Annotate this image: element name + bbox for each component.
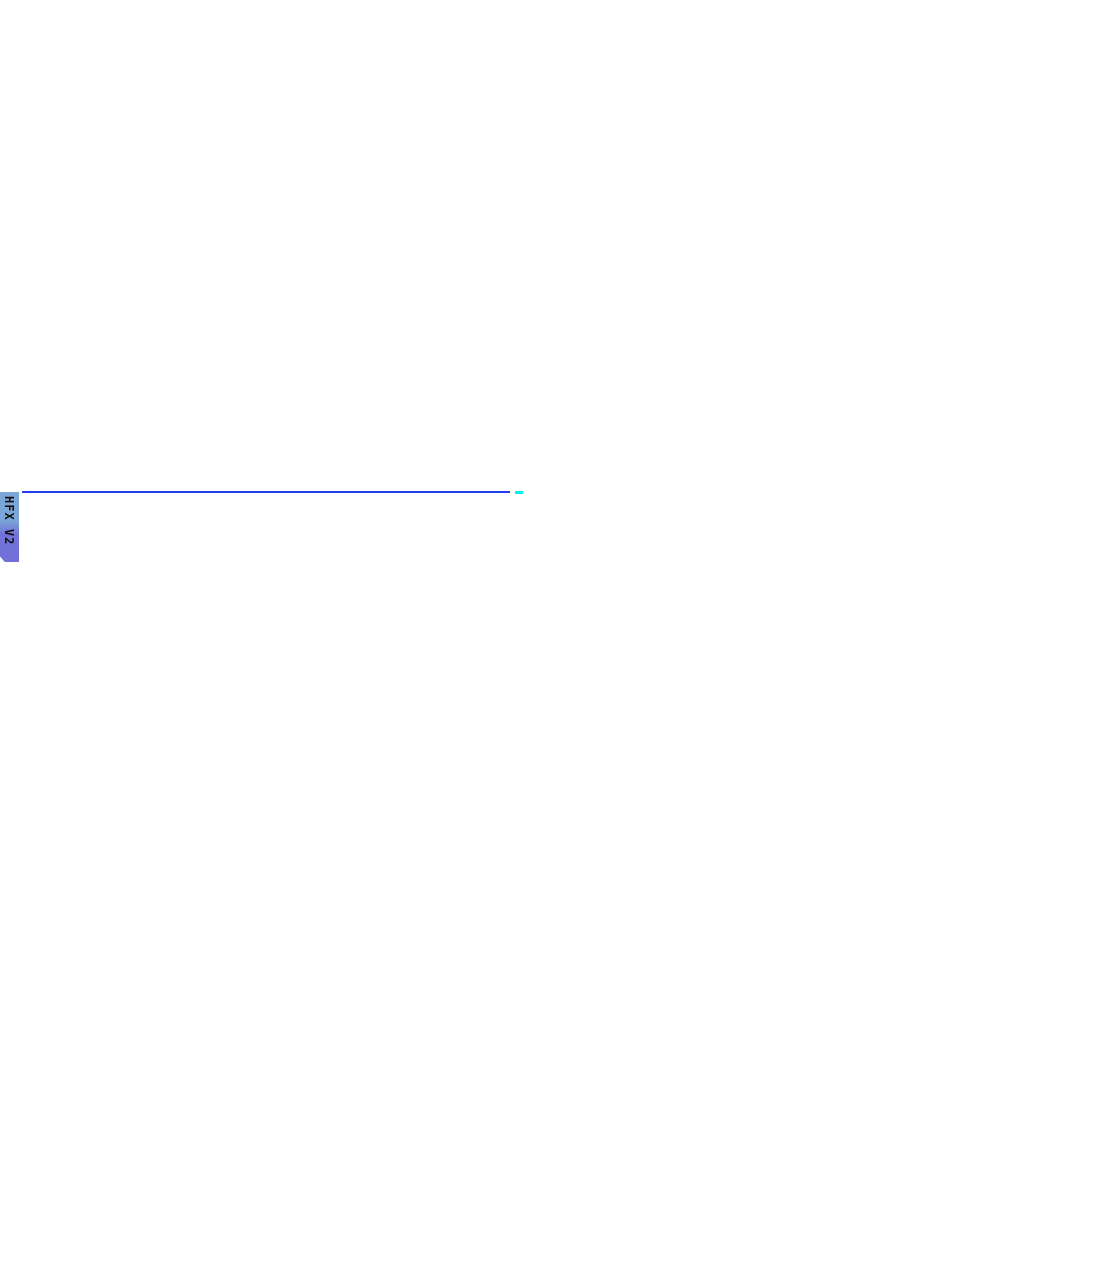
side-tab-hfx-v2[interactable]: HFX V2 [0, 492, 19, 562]
progress-line [22, 491, 510, 493]
side-tab-label: HFX V2 [2, 496, 16, 546]
line-end-marker [515, 491, 523, 494]
